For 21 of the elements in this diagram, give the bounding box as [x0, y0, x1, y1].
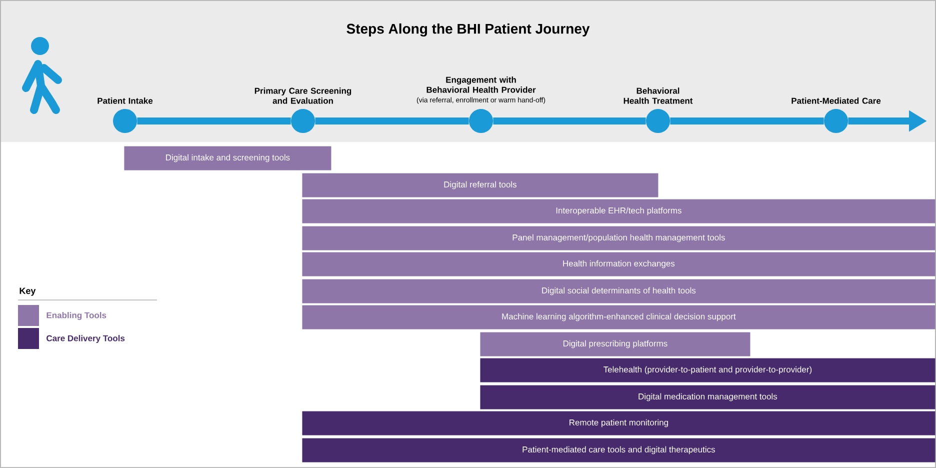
tool-bar: Digital intake and screening tools — [124, 146, 332, 170]
step-label: Primary Care Screening and Evaluation — [254, 88, 352, 104]
tool-bar: Digital social determinants of health tools — [302, 279, 936, 304]
tool-bar: Digital referral tools — [302, 173, 658, 198]
tool-bar: Digital prescribing platforms — [480, 332, 750, 356]
title: Steps Along the BHI Patient Journey — [346, 23, 590, 37]
legend-label: Enabling Tools — [46, 312, 106, 320]
step-label: Behavioral Health Treatment — [624, 88, 693, 104]
tool-bar: Remote patient monitoring — [302, 411, 936, 436]
tool-bar: Panel management/population health management tools — [302, 226, 936, 250]
tool-bar: Health information exchanges — [302, 252, 936, 276]
tool-bar: Patient-mediated care tools and digital therapeutics — [302, 438, 936, 462]
tool-bar: Digital medication management tools — [480, 385, 936, 410]
tool-bar: Machine learning algorithm-enhanced clinical decision support — [302, 305, 936, 330]
tool-bar: Interoperable EHR/tech platforms — [302, 199, 936, 224]
legend-label: Care Delivery Tools — [46, 335, 125, 343]
key-heading: Key — [20, 288, 36, 296]
step-label: Engagement with Behavioral Health Provider — [426, 76, 536, 93]
step-label: Patient-Mediated Care — [792, 98, 881, 104]
step-label: Patient Intake — [98, 98, 153, 104]
tool-bar: Telehealth (provider-to-patient and provider-to-provider) — [480, 358, 936, 382]
